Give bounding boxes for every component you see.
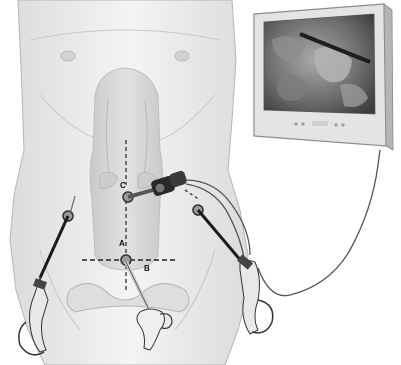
port-label-b: B	[144, 264, 150, 273]
monitor-logo-plate	[312, 121, 328, 126]
port-label-a: A	[119, 239, 125, 248]
monitor-cable	[258, 150, 380, 296]
nipple-right	[175, 51, 189, 61]
monitor-button-1	[294, 122, 297, 125]
monitor	[254, 4, 393, 150]
monitor-button-4	[341, 123, 344, 126]
camera-ring	[155, 183, 165, 193]
port-label-c: C	[120, 181, 126, 190]
monitor-button-3	[334, 123, 337, 126]
monitor-button-2	[301, 122, 304, 125]
monitor-bezel-shadow	[384, 4, 393, 150]
nipple-left	[61, 51, 75, 61]
